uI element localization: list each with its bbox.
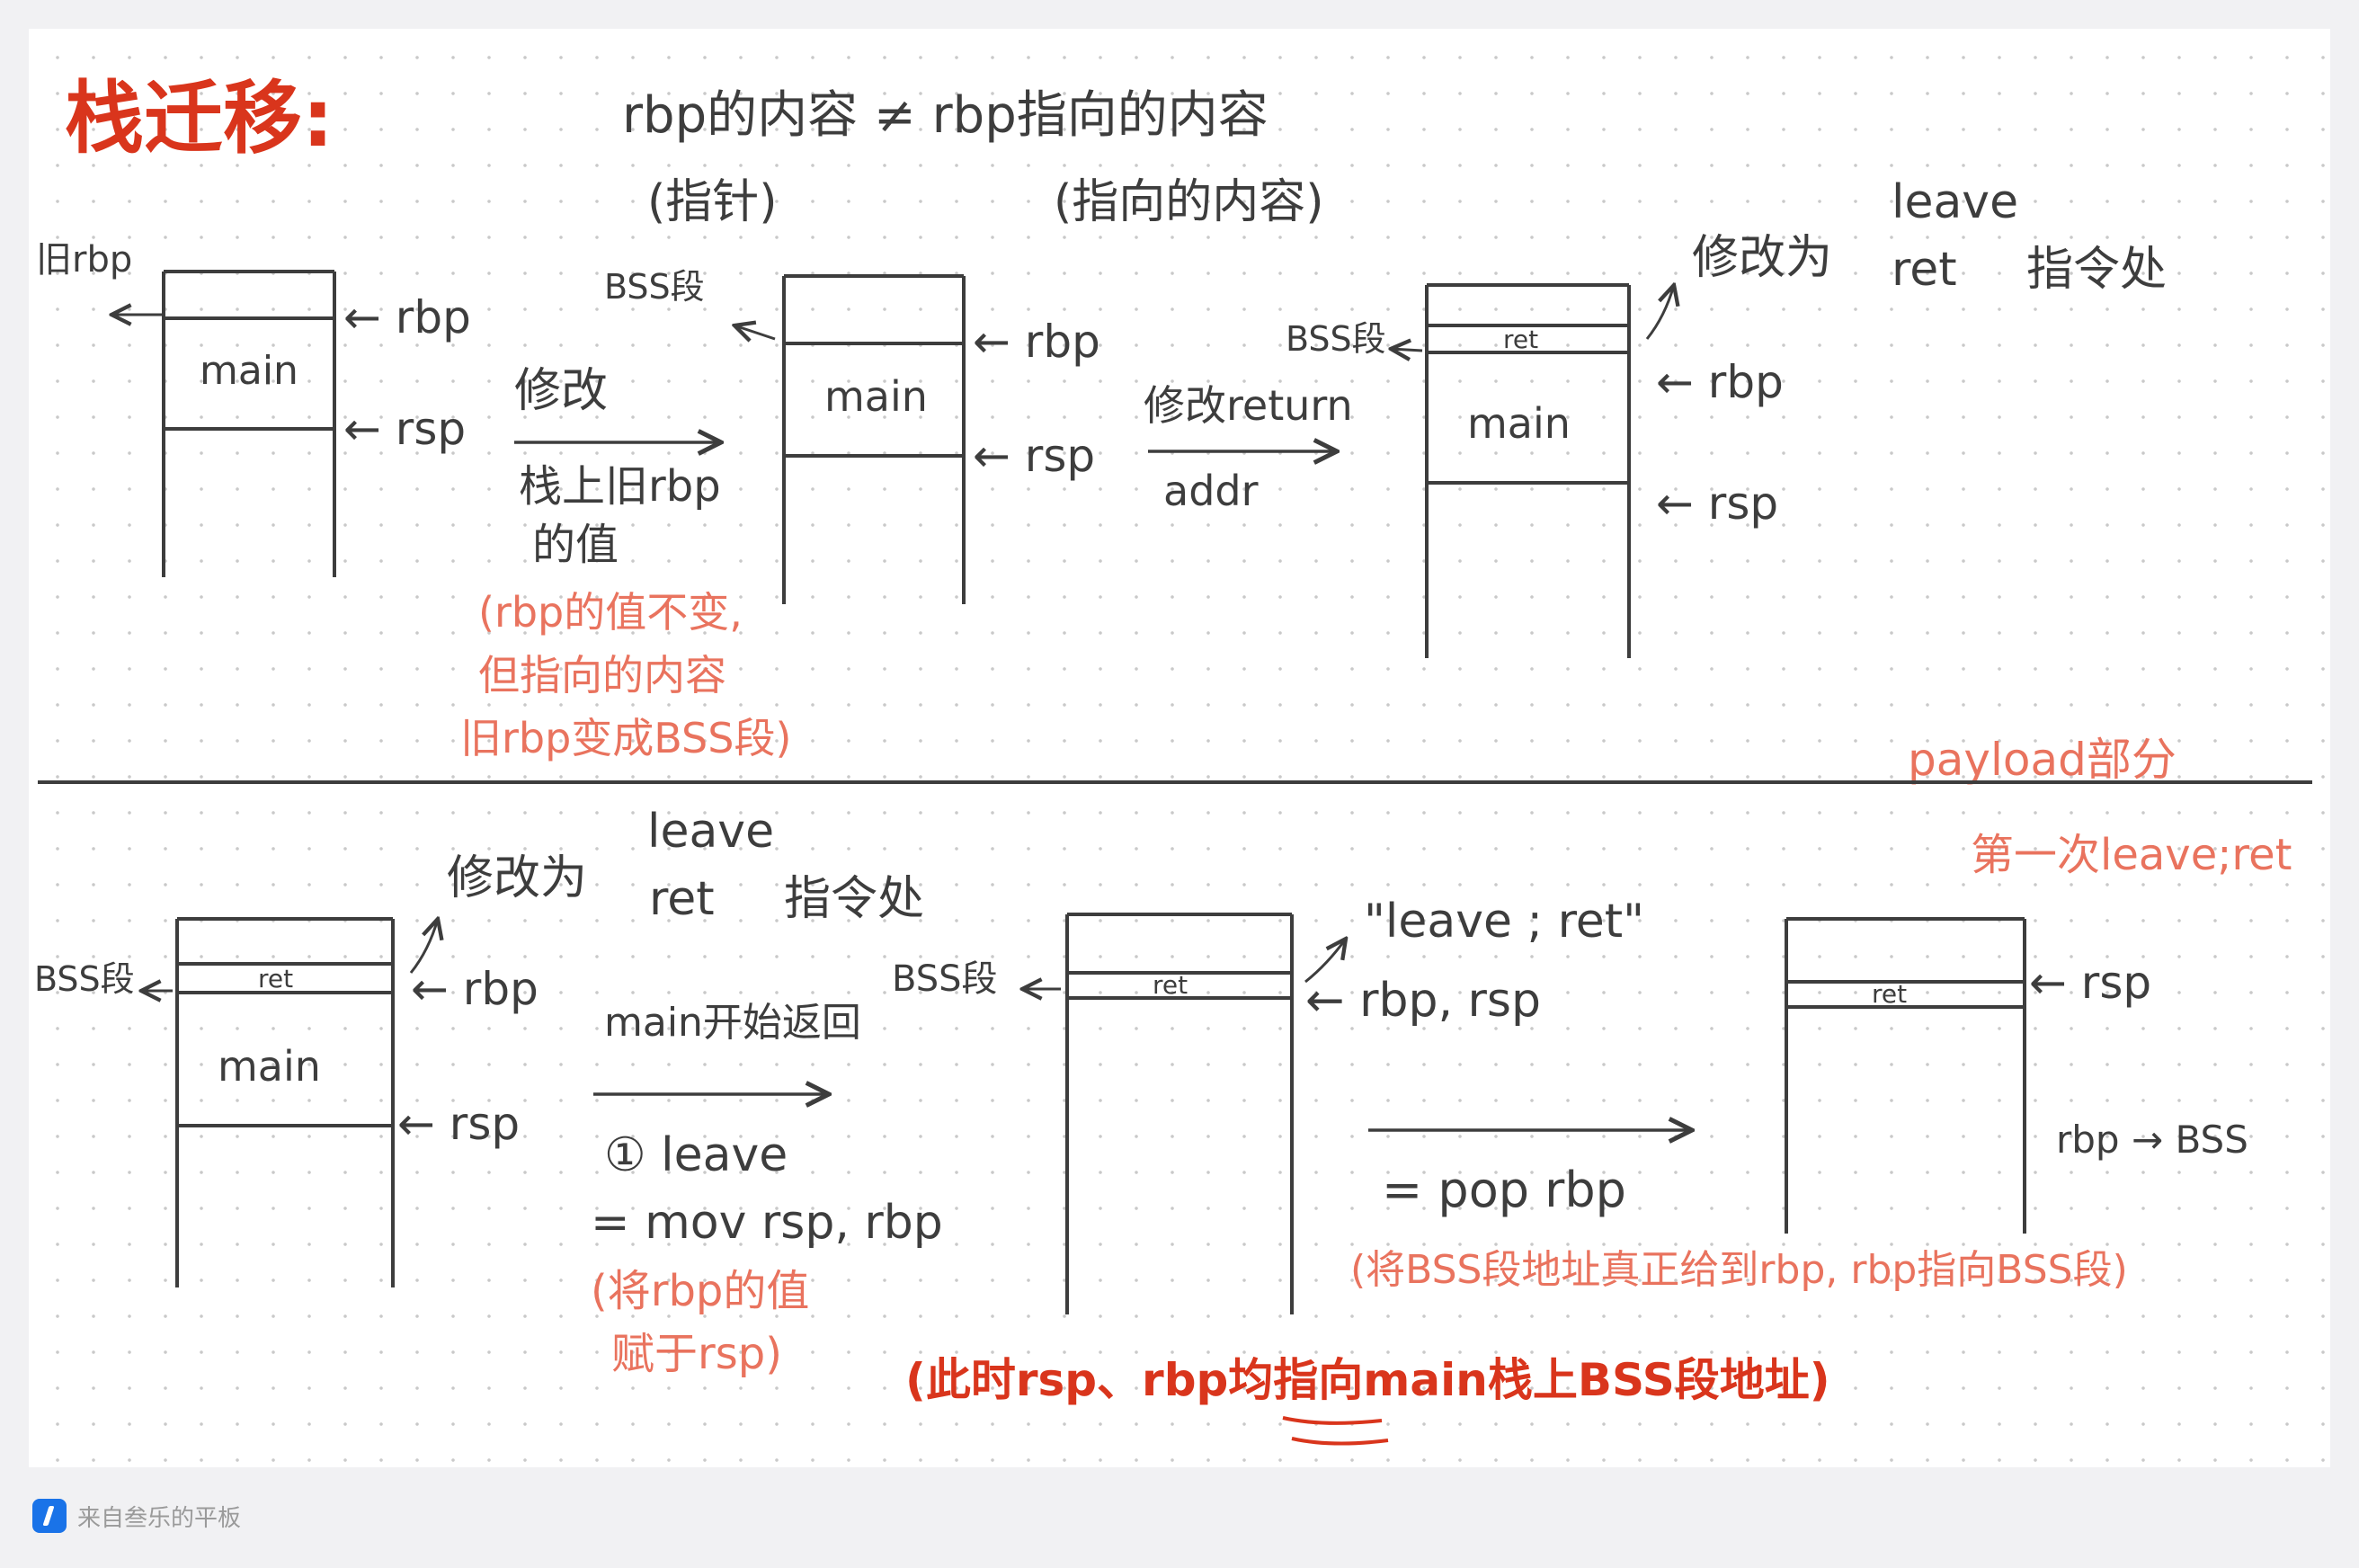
note-page: 栈迁移: rbp的内容 ≠ rbp指向的内容 (指针) (指向的内容) main… xyxy=(29,29,2330,1467)
stack-2-bss-arrow xyxy=(734,325,776,339)
step-1-line-1: 修改 xyxy=(514,364,608,418)
stack-4-ret: ret xyxy=(258,964,293,993)
source-label: 来自叁乐的平板 xyxy=(77,1504,242,1532)
notes-app-icon xyxy=(32,1499,67,1533)
stack-3-bss: BSS段 xyxy=(1286,319,1386,359)
stack-4-rsp-pointer: ← rsp xyxy=(397,1098,520,1150)
step-1-note-3: 旧rbp变成BSS段) xyxy=(460,714,791,762)
step-3-note-2: 赋于rsp) xyxy=(611,1329,782,1379)
stack-3-bss-arrow xyxy=(1391,349,1423,351)
step-1-line-2: 栈上旧rbp xyxy=(519,461,721,512)
title: 栈迁移: xyxy=(65,72,334,165)
stack-2-bss: BSS段 xyxy=(604,267,705,307)
step-1-note-2: 但指向的内容 xyxy=(478,651,726,699)
stack-3-note-leave: leave xyxy=(1892,175,2018,229)
stack-3-rbp-pointer: ← rbp xyxy=(1656,356,1784,408)
step-1-note-1: (rbp的值不变, xyxy=(478,588,743,637)
step-3-line-1: main开始返回 xyxy=(604,1000,861,1046)
stack-3-ret: ret xyxy=(1503,325,1538,354)
stack-6-ret: ret xyxy=(1872,979,1907,1009)
stack-1-rbp-pointer: ← rbp xyxy=(343,291,471,343)
step-3-line-3: = mov rsp, rbp xyxy=(591,1196,943,1250)
stack-5-ret-arrow xyxy=(1304,939,1346,984)
diagram-canvas: 栈迁移: rbp的内容 ≠ rbp指向的内容 (指针) (指向的内容) main… xyxy=(34,72,2312,1446)
stack-4-rbp-pointer: ← rbp xyxy=(411,963,539,1015)
step-1-line-3: 的值 xyxy=(532,520,619,570)
stack-1-frame: main xyxy=(200,348,298,394)
step-4-note: (将BSS段地址真正给到rbp, rbp指向BSS段) xyxy=(1350,1247,2128,1293)
stack-6-rbp-bss: rbp → BSS xyxy=(2056,1118,2248,1162)
stack-6 xyxy=(1785,917,2026,1234)
conclusion: (此时rsp、rbp均指向main栈上BSS段地址) xyxy=(905,1354,1830,1406)
header-main: rbp的内容 ≠ rbp指向的内容 xyxy=(622,86,1269,145)
stack-3-note-prefix: 修改为 xyxy=(1692,231,1832,285)
step-2-line-2: addr xyxy=(1163,467,1259,515)
payload-note-2: 第一次leave;ret xyxy=(1971,830,2292,880)
stack-3-rsp-pointer: ← rsp xyxy=(1656,477,1778,530)
stack-4-ret-arrow xyxy=(409,919,438,974)
stack-2-frame: main xyxy=(824,372,928,421)
stack-6-rsp-pointer: ← rsp xyxy=(2029,957,2151,1009)
stack-4-note-ret: ret xyxy=(649,872,715,926)
stack-4-bss: BSS段 xyxy=(34,959,135,999)
stack-2-rbp-pointer: ← rbp xyxy=(973,316,1100,368)
conclusion-underline xyxy=(1282,1416,1389,1446)
stack-1-old-rbp: 旧rbp xyxy=(36,239,132,281)
step-3-line-2: ① leave xyxy=(604,1128,788,1182)
stack-3-ret-arrow xyxy=(1645,285,1674,340)
payload-note-1: payload部分 xyxy=(1908,734,2177,786)
stack-4-note-prefix: 修改为 xyxy=(447,851,587,905)
stack-2 xyxy=(782,274,966,604)
step-3-note-1: (将rbp的值 xyxy=(591,1266,809,1316)
stack-4-frame: main xyxy=(218,1042,321,1091)
stack-4-note-suffix: 指令处 xyxy=(784,872,924,926)
stack-3-note-ret: ret xyxy=(1892,243,1957,297)
stack-1-rsp-pointer: ← rsp xyxy=(343,403,466,455)
stack-5-quote: "leave ; ret" xyxy=(1364,895,1644,949)
footer: 来自叁乐的平板 xyxy=(32,1496,241,1536)
stack-4-note-leave: leave xyxy=(647,805,774,859)
stack-5-bss: BSS段 xyxy=(892,958,998,1000)
stack-5-ret: ret xyxy=(1153,970,1188,1000)
stack-5 xyxy=(1065,913,1294,1314)
step-2-line-1: 修改return xyxy=(1144,381,1353,430)
step-4-line-1: = pop rbp xyxy=(1382,1162,1626,1218)
stack-5-rbp-rsp-pointer: ← rbp, rsp xyxy=(1305,974,1541,1028)
stack-3 xyxy=(1425,283,1631,658)
stack-3-note-suffix: 指令处 xyxy=(2026,243,2167,297)
stack-2-rsp-pointer: ← rsp xyxy=(973,430,1095,482)
stack-4 xyxy=(175,917,395,1287)
stack-1 xyxy=(162,270,336,577)
header-sub-right: (指向的内容) xyxy=(1054,175,1324,229)
header-sub-left: (指针) xyxy=(647,175,778,229)
stack-3-frame: main xyxy=(1467,399,1571,448)
